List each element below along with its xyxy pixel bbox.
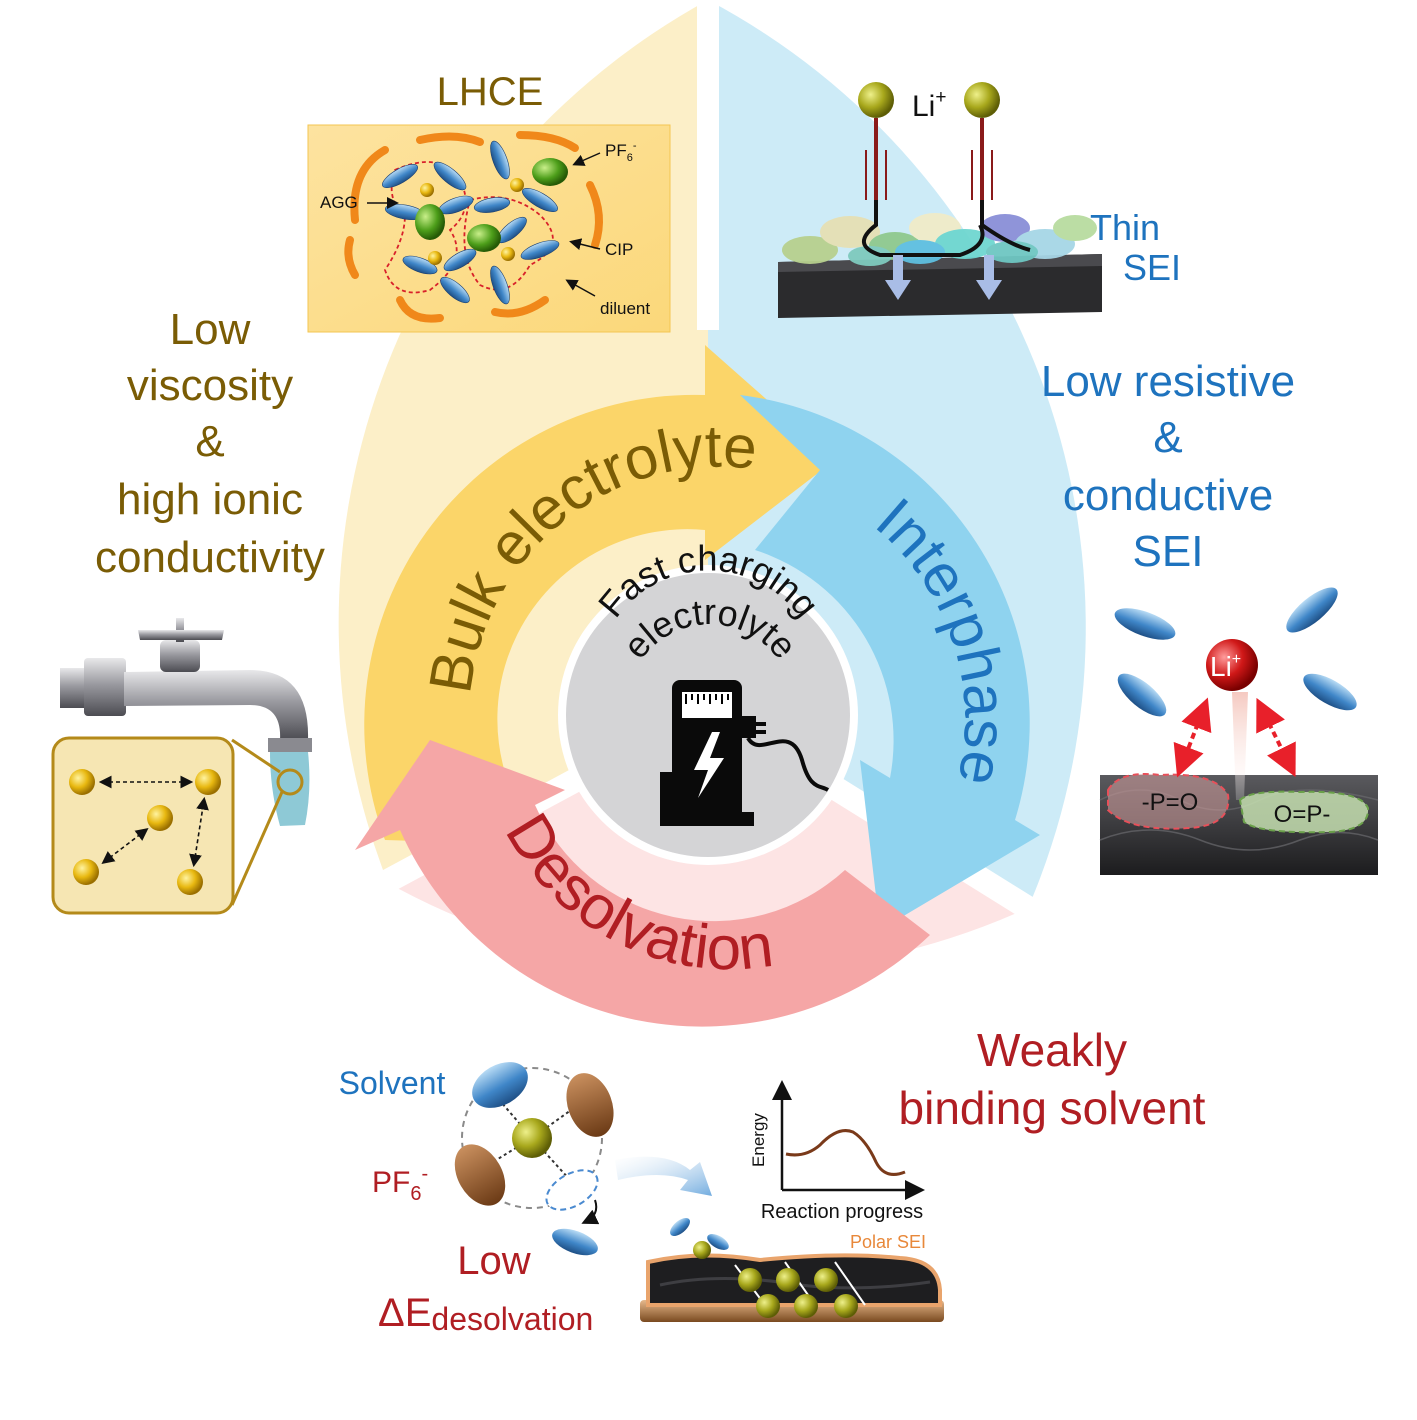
inter-prop-line2: & xyxy=(1153,413,1182,462)
energy-axis-label: Energy xyxy=(749,1113,768,1167)
solvent-label: Solvent xyxy=(339,1065,446,1101)
thin-sei-line1: Thin xyxy=(1090,207,1160,248)
sei-pebbles xyxy=(782,213,1097,266)
thin-sei-line2: SEI xyxy=(1123,247,1181,288)
lhce-title: LHCE xyxy=(437,70,544,114)
inter-prop-line3: conductive xyxy=(1063,471,1273,520)
desolvation-panel: Weakly binding solvent Solvent PF6- Low … xyxy=(339,1024,1206,1337)
bulk-prop-line4: high ionic xyxy=(117,475,303,524)
delta-e-label: ΔEdesolvation xyxy=(378,1291,593,1337)
solvent-molecule xyxy=(464,1053,536,1118)
bulk-property-text: Low viscosity & high ionic conductivity xyxy=(95,305,325,582)
lhce-label-agg: AGG xyxy=(320,193,358,212)
released-solvent xyxy=(549,1223,602,1260)
deso-prop-line1: Weakly xyxy=(977,1024,1127,1076)
inter-prop-line1: Low resistive xyxy=(1041,357,1295,406)
lhce-label-diluent: diluent xyxy=(600,299,650,318)
progress-axis-label: Reaction progress xyxy=(761,1201,923,1223)
li-plus-label: Li+ xyxy=(912,87,946,123)
anode-illustration xyxy=(640,1215,944,1322)
lhce-label-cip: CIP xyxy=(605,240,633,259)
group-left-label: -P=O xyxy=(1142,789,1199,816)
bulk-prop-line3: & xyxy=(195,417,224,466)
transfer-arrow xyxy=(615,1157,712,1196)
bulk-prop-line5: conductivity xyxy=(95,533,325,582)
bulk-prop-line1: Low xyxy=(170,305,251,354)
deso-prop-line2: binding solvent xyxy=(899,1082,1206,1134)
inter-prop-line4: SEI xyxy=(1133,527,1204,576)
low-label: Low xyxy=(457,1239,530,1283)
bulk-prop-line2: viscosity xyxy=(127,361,293,410)
energy-profile-plot: Energy Reaction progress xyxy=(749,1085,923,1223)
desolvation-property-text: Weakly binding solvent xyxy=(899,1024,1206,1134)
polar-sei-label: Polar SEI xyxy=(850,1232,926,1252)
li-center xyxy=(512,1118,552,1158)
group-right-label: O=P- xyxy=(1274,801,1331,828)
zoom-inset xyxy=(53,738,233,913)
center-hub: Fast charging electrolyte xyxy=(558,537,858,865)
pf6-label: PF6- xyxy=(372,1163,428,1205)
